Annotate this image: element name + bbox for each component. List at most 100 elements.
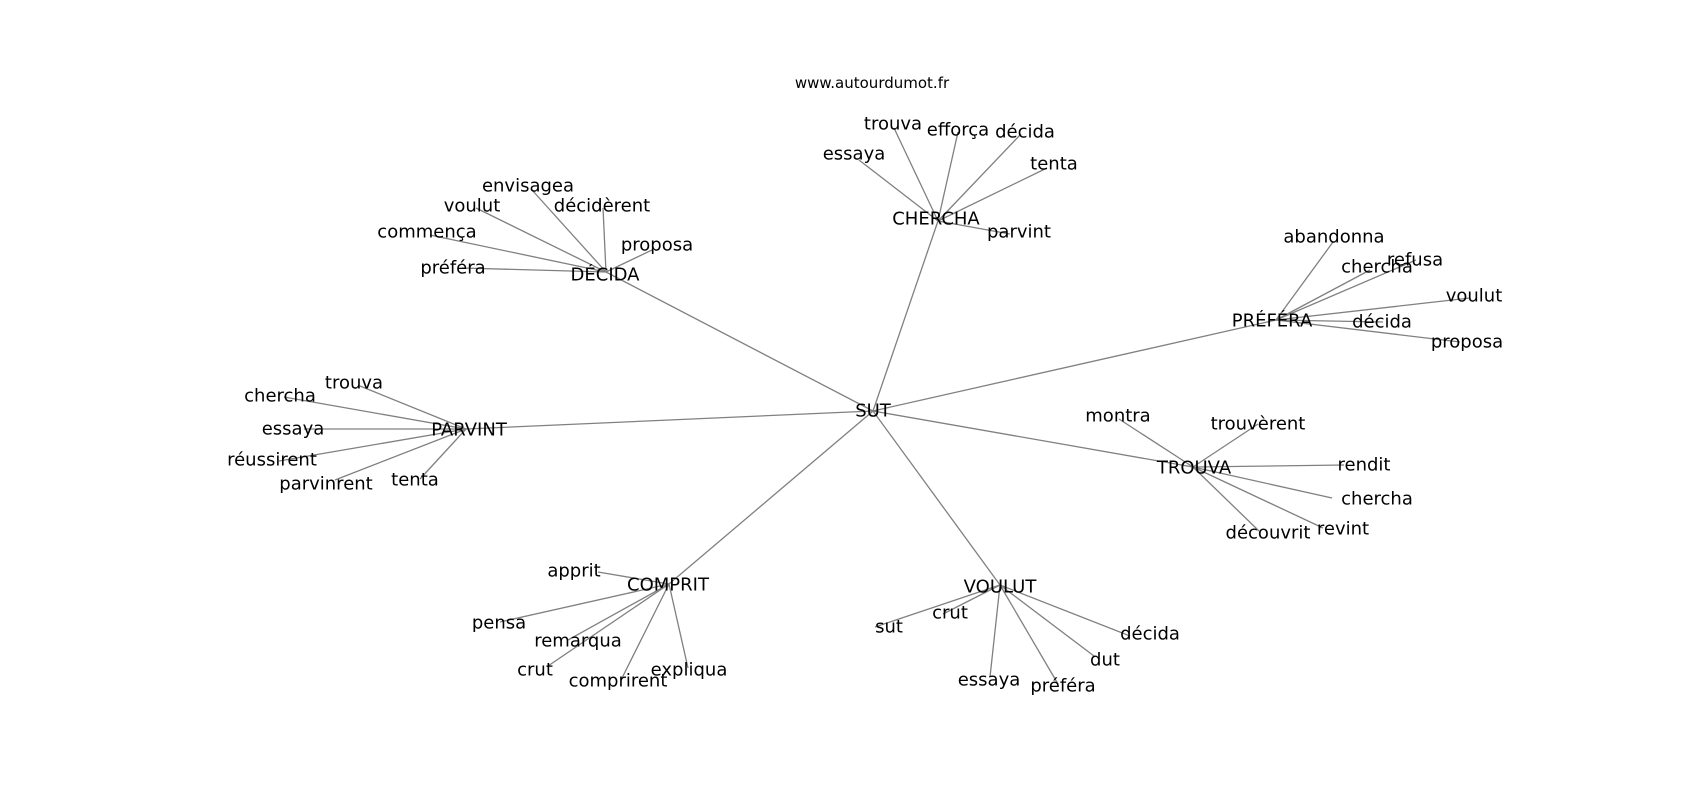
edge-hub-leaf bbox=[937, 167, 1048, 222]
edge-hub-leaf bbox=[419, 428, 467, 480]
leaf-node-label[interactable]: parvinrent bbox=[279, 474, 372, 495]
edge-hub-leaf bbox=[1275, 319, 1384, 323]
leaf-node-label[interactable]: tenta bbox=[1030, 154, 1078, 175]
leaf-node-label[interactable]: chercha bbox=[244, 386, 316, 407]
edge-center-hub bbox=[605, 271, 874, 412]
leaf-node-label[interactable]: décida bbox=[1120, 624, 1180, 645]
leaf-node-label[interactable]: trouvèrent bbox=[1211, 414, 1306, 435]
leaf-node-label[interactable]: commença bbox=[377, 222, 476, 243]
leaf-node-label[interactable]: dut bbox=[1090, 650, 1120, 671]
edge-hub-leaf bbox=[429, 234, 607, 273]
edge-hub-leaf bbox=[937, 133, 1022, 222]
edge-hub-leaf bbox=[278, 428, 467, 462]
leaf-node-label[interactable]: pensa bbox=[472, 613, 526, 634]
center-node-label[interactable]: SUT bbox=[855, 401, 892, 422]
hub-node-label[interactable]: PRÉFÉRA bbox=[1232, 310, 1313, 332]
edge-hub-leaf bbox=[1192, 466, 1324, 529]
hub-node-label[interactable]: COMPRIT bbox=[627, 575, 710, 596]
edge-hub-leaf bbox=[461, 267, 607, 273]
edge-center-hub bbox=[872, 410, 1194, 468]
hub-node-label[interactable]: CHERCHA bbox=[892, 209, 980, 230]
edge-hub-leaf bbox=[531, 189, 607, 273]
edge-hub-leaf bbox=[668, 583, 689, 669]
leaf-node-label[interactable]: crut bbox=[932, 603, 968, 624]
leaf-node-label[interactable]: proposa bbox=[621, 235, 693, 256]
edge-hub-leaf bbox=[999, 584, 1059, 685]
leaf-node-label[interactable]: rendit bbox=[1338, 455, 1391, 476]
leaf-node-label[interactable]: décida bbox=[995, 122, 1055, 143]
edge-hub-leaf bbox=[567, 583, 670, 641]
watermark: www.autourdumot.fr bbox=[795, 74, 950, 92]
edge-hub-leaf bbox=[499, 583, 670, 623]
hub-node-label[interactable]: PARVINT bbox=[431, 420, 508, 441]
edge-hub-leaf bbox=[1275, 297, 1471, 321]
hub-node-label[interactable]: DÉCIDA bbox=[571, 264, 641, 286]
edge-hub-leaf bbox=[1118, 418, 1194, 468]
leaf-node-label[interactable]: remarqua bbox=[534, 631, 622, 652]
leaf-node-label[interactable]: proposa bbox=[1431, 332, 1503, 353]
edges bbox=[278, 127, 1471, 685]
leaf-node-label[interactable]: réussirent bbox=[227, 450, 317, 471]
leaf-node-label[interactable]: apprit bbox=[547, 561, 600, 582]
leaf-node-label[interactable]: essaya bbox=[958, 670, 1021, 691]
leaf-node-label[interactable]: montra bbox=[1085, 406, 1150, 427]
edge-hub-leaf bbox=[283, 396, 467, 430]
leaf-node-label[interactable]: abandonna bbox=[1283, 227, 1384, 248]
leaf-node-label[interactable]: préféra bbox=[420, 258, 485, 279]
leaf-node-label[interactable]: efforça bbox=[927, 120, 989, 141]
leaf-node-label[interactable]: chercha bbox=[1341, 489, 1413, 510]
edge-hub-leaf bbox=[942, 584, 1001, 615]
leaf-node-label[interactable]: chercha bbox=[1341, 257, 1413, 278]
hub-node-label[interactable]: TROUVA bbox=[1156, 458, 1232, 479]
edge-hub-leaf bbox=[602, 207, 607, 273]
edge-hub-leaf bbox=[1192, 466, 1260, 532]
edge-center-hub bbox=[872, 220, 939, 412]
leaf-node-label[interactable]: revint bbox=[1317, 519, 1369, 540]
edge-hub-leaf bbox=[1275, 259, 1417, 321]
leaf-node-label[interactable]: envisagea bbox=[482, 176, 574, 197]
leaf-node-label[interactable]: sut bbox=[875, 617, 903, 638]
leaf-node-label[interactable]: trouva bbox=[325, 373, 383, 394]
edge-hub-leaf bbox=[1192, 464, 1345, 468]
edge-hub-leaf bbox=[475, 207, 607, 273]
edge-center-hub bbox=[668, 410, 874, 585]
edge-hub-leaf bbox=[989, 584, 1001, 678]
edge-center-hub bbox=[872, 319, 1277, 412]
edge-center-hub bbox=[465, 410, 874, 430]
leaf-node-label[interactable]: décidèrent bbox=[554, 196, 650, 217]
edge-hub-leaf bbox=[597, 571, 670, 585]
hub-node-label[interactable]: VOULUT bbox=[964, 577, 1038, 598]
edge-hub-leaf bbox=[999, 584, 1095, 657]
leaf-node-label[interactable]: trouva bbox=[864, 114, 922, 135]
leaf-node-label[interactable]: voulut bbox=[1446, 286, 1503, 307]
edge-hub-leaf bbox=[858, 159, 939, 222]
edge-hub-leaf bbox=[937, 220, 1011, 235]
edge-hub-leaf bbox=[1192, 466, 1333, 499]
edge-hub-leaf bbox=[359, 385, 467, 430]
leaf-node-label[interactable]: essaya bbox=[262, 419, 325, 440]
edge-hub-leaf bbox=[1275, 319, 1461, 343]
edge-hub-leaf bbox=[893, 127, 939, 222]
leaf-node-label[interactable]: préféra bbox=[1030, 676, 1095, 697]
leaf-node-label[interactable]: refusa bbox=[1387, 250, 1443, 271]
edge-hub-leaf bbox=[1275, 241, 1334, 321]
edge-hub-leaf bbox=[937, 131, 959, 222]
leaf-node-label[interactable]: parvint bbox=[987, 222, 1051, 243]
leaf-node-label[interactable]: décida bbox=[1352, 312, 1412, 333]
edge-hub-leaf bbox=[334, 428, 467, 481]
edge-hub-leaf bbox=[999, 584, 1131, 637]
leaf-node-label[interactable]: crut bbox=[517, 660, 553, 681]
leaf-node-label[interactable]: voulut bbox=[444, 196, 501, 217]
edge-hub-leaf bbox=[620, 583, 670, 681]
edge-hub-leaf bbox=[605, 249, 653, 273]
leaf-node-label[interactable]: expliqua bbox=[651, 660, 728, 681]
leaf-node-label[interactable]: essaya bbox=[823, 144, 886, 165]
leaf-node-label[interactable]: comprirent bbox=[569, 671, 668, 692]
leaf-node-label[interactable]: tenta bbox=[391, 470, 439, 491]
edge-hub-leaf bbox=[874, 584, 1001, 628]
edge-hub-leaf bbox=[1275, 269, 1371, 321]
edge-center-hub bbox=[872, 410, 1001, 586]
leaf-node-label[interactable]: découvrit bbox=[1226, 523, 1311, 544]
